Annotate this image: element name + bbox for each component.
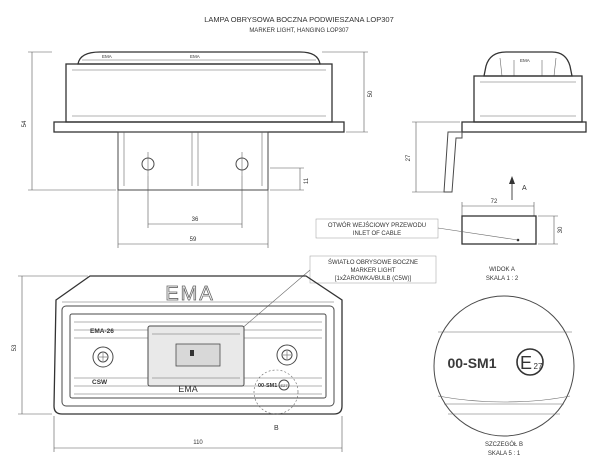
marker-en: MARKER LIGHT bbox=[350, 268, 395, 274]
detail-27: 27 bbox=[534, 362, 543, 371]
detail-b-marker bbox=[253, 369, 299, 415]
dim-53-label: 53 bbox=[12, 344, 18, 351]
detail-e: E bbox=[520, 353, 532, 373]
title-line-1: LAMPA OBRYSOWA BOCZNA PODWIESZANA LOP307 bbox=[204, 15, 394, 24]
screw-left bbox=[97, 351, 109, 363]
marking-ema-lens: EMA bbox=[178, 384, 198, 394]
dim-11-label: 11 bbox=[304, 177, 310, 184]
top-edge-text-left: EMA bbox=[102, 54, 112, 59]
top-edge-text-center: EMA bbox=[190, 54, 200, 59]
view-arrow-a: A bbox=[509, 176, 527, 200]
dim-front-height: 53 bbox=[12, 275, 88, 415]
cable-inlet-en: INLET OF CABLE bbox=[353, 231, 401, 237]
dim-36-label: 36 bbox=[192, 217, 199, 223]
lens-texture bbox=[74, 321, 322, 395]
view-a-title: WIDOK A bbox=[489, 267, 515, 273]
marking-csw: CSW bbox=[92, 379, 108, 386]
detail-b-scale: SKALA 5 : 1 bbox=[488, 451, 521, 457]
screw-right-outer bbox=[276, 344, 298, 366]
top-view: EMA EMA-26 CSW EMA 00-SM1 bbox=[53, 275, 343, 415]
dim-height-lamp: 50 bbox=[322, 51, 374, 133]
drawing-title: LAMPA OBRYSOWA BOCZNA PODWIESZANA LOP307… bbox=[204, 15, 394, 34]
side-edge-text: EMA bbox=[520, 58, 530, 63]
dim-110-label: 110 bbox=[193, 440, 203, 446]
front-elevation-view: EMA EMA bbox=[53, 51, 345, 191]
dim-59-label: 59 bbox=[190, 237, 197, 243]
bulb-filament bbox=[175, 343, 221, 367]
screw-left-outer bbox=[92, 346, 114, 368]
dim-50-label: 50 bbox=[368, 90, 374, 97]
dim-tab-height: 11 bbox=[270, 167, 310, 191]
dim-54-label: 54 bbox=[22, 120, 28, 127]
callout-cable-inlet: OTWÓR WEJŚCIOWY PRZEWODU INLET OF CABLE bbox=[315, 218, 519, 241]
detail-e-circle bbox=[516, 348, 544, 376]
cable-inlet-pl: OTWÓR WEJŚCIOWY PRZEWODU bbox=[328, 221, 426, 229]
marker-pl: ŚWIATŁO OBRYSOWE BOCZNE bbox=[328, 258, 418, 266]
detail-b-view: 00-SM1 E 27 bbox=[433, 295, 575, 437]
dim-height-total: 54 bbox=[22, 51, 116, 191]
dim-bracket-width: 59 bbox=[117, 190, 269, 248]
dim-hole-spacing: 36 bbox=[147, 176, 243, 228]
dim-27-label: 27 bbox=[406, 154, 412, 161]
dim-72-label: 72 bbox=[491, 199, 498, 205]
screw-right bbox=[281, 349, 293, 361]
view-a-cable-inlet: 72 30 WIDOK A SKALA 1 : 2 bbox=[461, 199, 564, 282]
e-mark-small-circle bbox=[278, 379, 290, 391]
arrow-a-label: A bbox=[522, 185, 527, 192]
detail-code: 00-SM1 bbox=[447, 355, 496, 371]
dim-30-label: 30 bbox=[558, 226, 564, 233]
detail-b-label: B bbox=[274, 425, 279, 432]
ema-embossed-logo: EMA bbox=[165, 283, 214, 305]
marking-e-code-small: 00-SM1 bbox=[258, 383, 277, 389]
marking-ema-26: EMA-26 bbox=[90, 328, 114, 335]
title-line-2: MARKER LIGHT, HANGING LOP307 bbox=[249, 28, 349, 34]
marking-e-mark-small: E27 bbox=[280, 383, 288, 388]
callout-marker-light: ŚWIATŁO OBRYSOWE BOCZNE MARKER LIGHT [1x… bbox=[239, 255, 437, 331]
marker-bulb: [1xŻAROWKA/BULB (C5W)] bbox=[335, 275, 412, 282]
dim-length: 110 bbox=[53, 416, 343, 452]
view-a-scale: SKALA 1 : 2 bbox=[486, 276, 519, 282]
detail-b-title: SZCZEGÓŁ B bbox=[485, 441, 523, 448]
side-view: EMA bbox=[443, 51, 587, 193]
dim-side-height: 27 bbox=[406, 121, 460, 193]
